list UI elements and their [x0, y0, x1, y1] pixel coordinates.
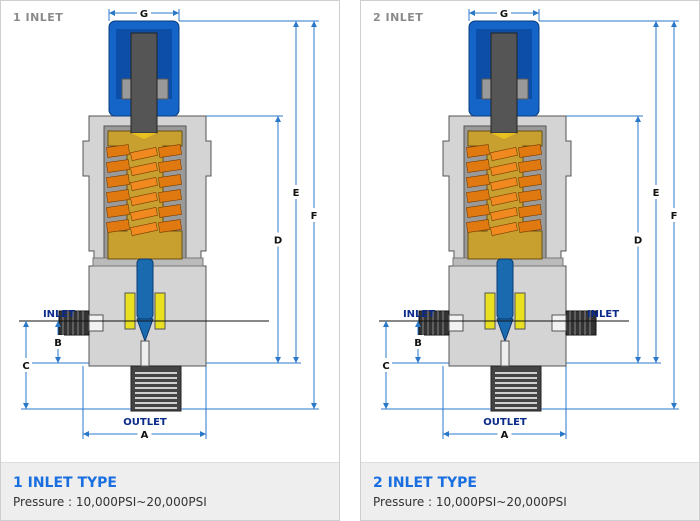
dimension-label: A — [501, 430, 509, 441]
dimension-c: C — [380, 321, 392, 409]
inlet-label: INLET — [403, 309, 435, 320]
dimension-a: A — [83, 427, 206, 441]
dimension-label: F — [311, 211, 318, 222]
dimension-label: A — [141, 430, 149, 441]
dimension-label: E — [293, 188, 300, 199]
dimension-d: D — [632, 116, 644, 363]
dimension-label: C — [382, 361, 389, 372]
dimension-label: G — [140, 9, 148, 20]
extension-lines — [381, 9, 679, 439]
type-title: 1 INLET TYPE — [13, 475, 117, 491]
pressure-range: Pressure : 10,000PSI~20,000PSI — [13, 495, 207, 509]
panel-footer: 2 INLET TYPE Pressure : 10,000PSI~20,000… — [361, 462, 699, 520]
dimension-b: B — [52, 321, 64, 363]
dimension-c: C — [20, 321, 32, 409]
dimension-label: G — [500, 9, 508, 20]
pressure-range: Pressure : 10,000PSI~20,000PSI — [373, 495, 567, 509]
outlet-label: OUTLET — [483, 417, 527, 428]
bonnet-cap — [468, 20, 540, 139]
dimension-g: G — [109, 6, 179, 20]
panel-tag: 2 INLET — [373, 11, 424, 24]
type-title: 2 INLET TYPE — [373, 475, 477, 491]
outlet-label: OUTLET — [123, 417, 167, 428]
spring-assembly — [466, 130, 543, 260]
spring-assembly — [106, 130, 183, 260]
dimension-label: D — [274, 236, 282, 247]
dimension-g: G — [469, 6, 539, 20]
panel-1-inlet: 1 INLET — [0, 0, 340, 521]
dimension-a: A — [443, 427, 566, 441]
dimension-label: D — [634, 236, 642, 247]
dimension-label: E — [653, 188, 660, 199]
stem-and-seat — [124, 258, 166, 367]
dimension-label: F — [671, 211, 678, 222]
inlet-fitting — [58, 310, 104, 336]
inlet-fitting — [418, 310, 464, 336]
dimension-f: F — [308, 21, 320, 409]
dimension-label: C — [22, 361, 29, 372]
inlet-fitting — [551, 310, 597, 336]
dimension-d: D — [272, 116, 284, 363]
stem-and-seat — [484, 258, 526, 367]
dimension-e: E — [650, 21, 662, 363]
panel-footer: 1 INLET TYPE Pressure : 10,000PSI~20,000… — [1, 462, 339, 520]
valve-cross-section: INLET OUTLET G E F D C — [19, 6, 320, 441]
panel-tag: 1 INLET — [13, 11, 64, 24]
panel-2-inlet: 2 INLET — [360, 0, 700, 521]
dimension-b: B — [412, 321, 424, 363]
bonnet-cap — [108, 20, 180, 139]
dimension-e: E — [290, 21, 302, 363]
dimension-label: B — [414, 338, 422, 349]
valve-cross-section: INLET INLET OUTLET G E F D C — [379, 6, 680, 441]
inlet-label: INLET — [43, 309, 75, 320]
dimension-f: F — [668, 21, 680, 409]
dimension-label: B — [54, 338, 62, 349]
inlet-label-2: INLET — [587, 309, 619, 320]
